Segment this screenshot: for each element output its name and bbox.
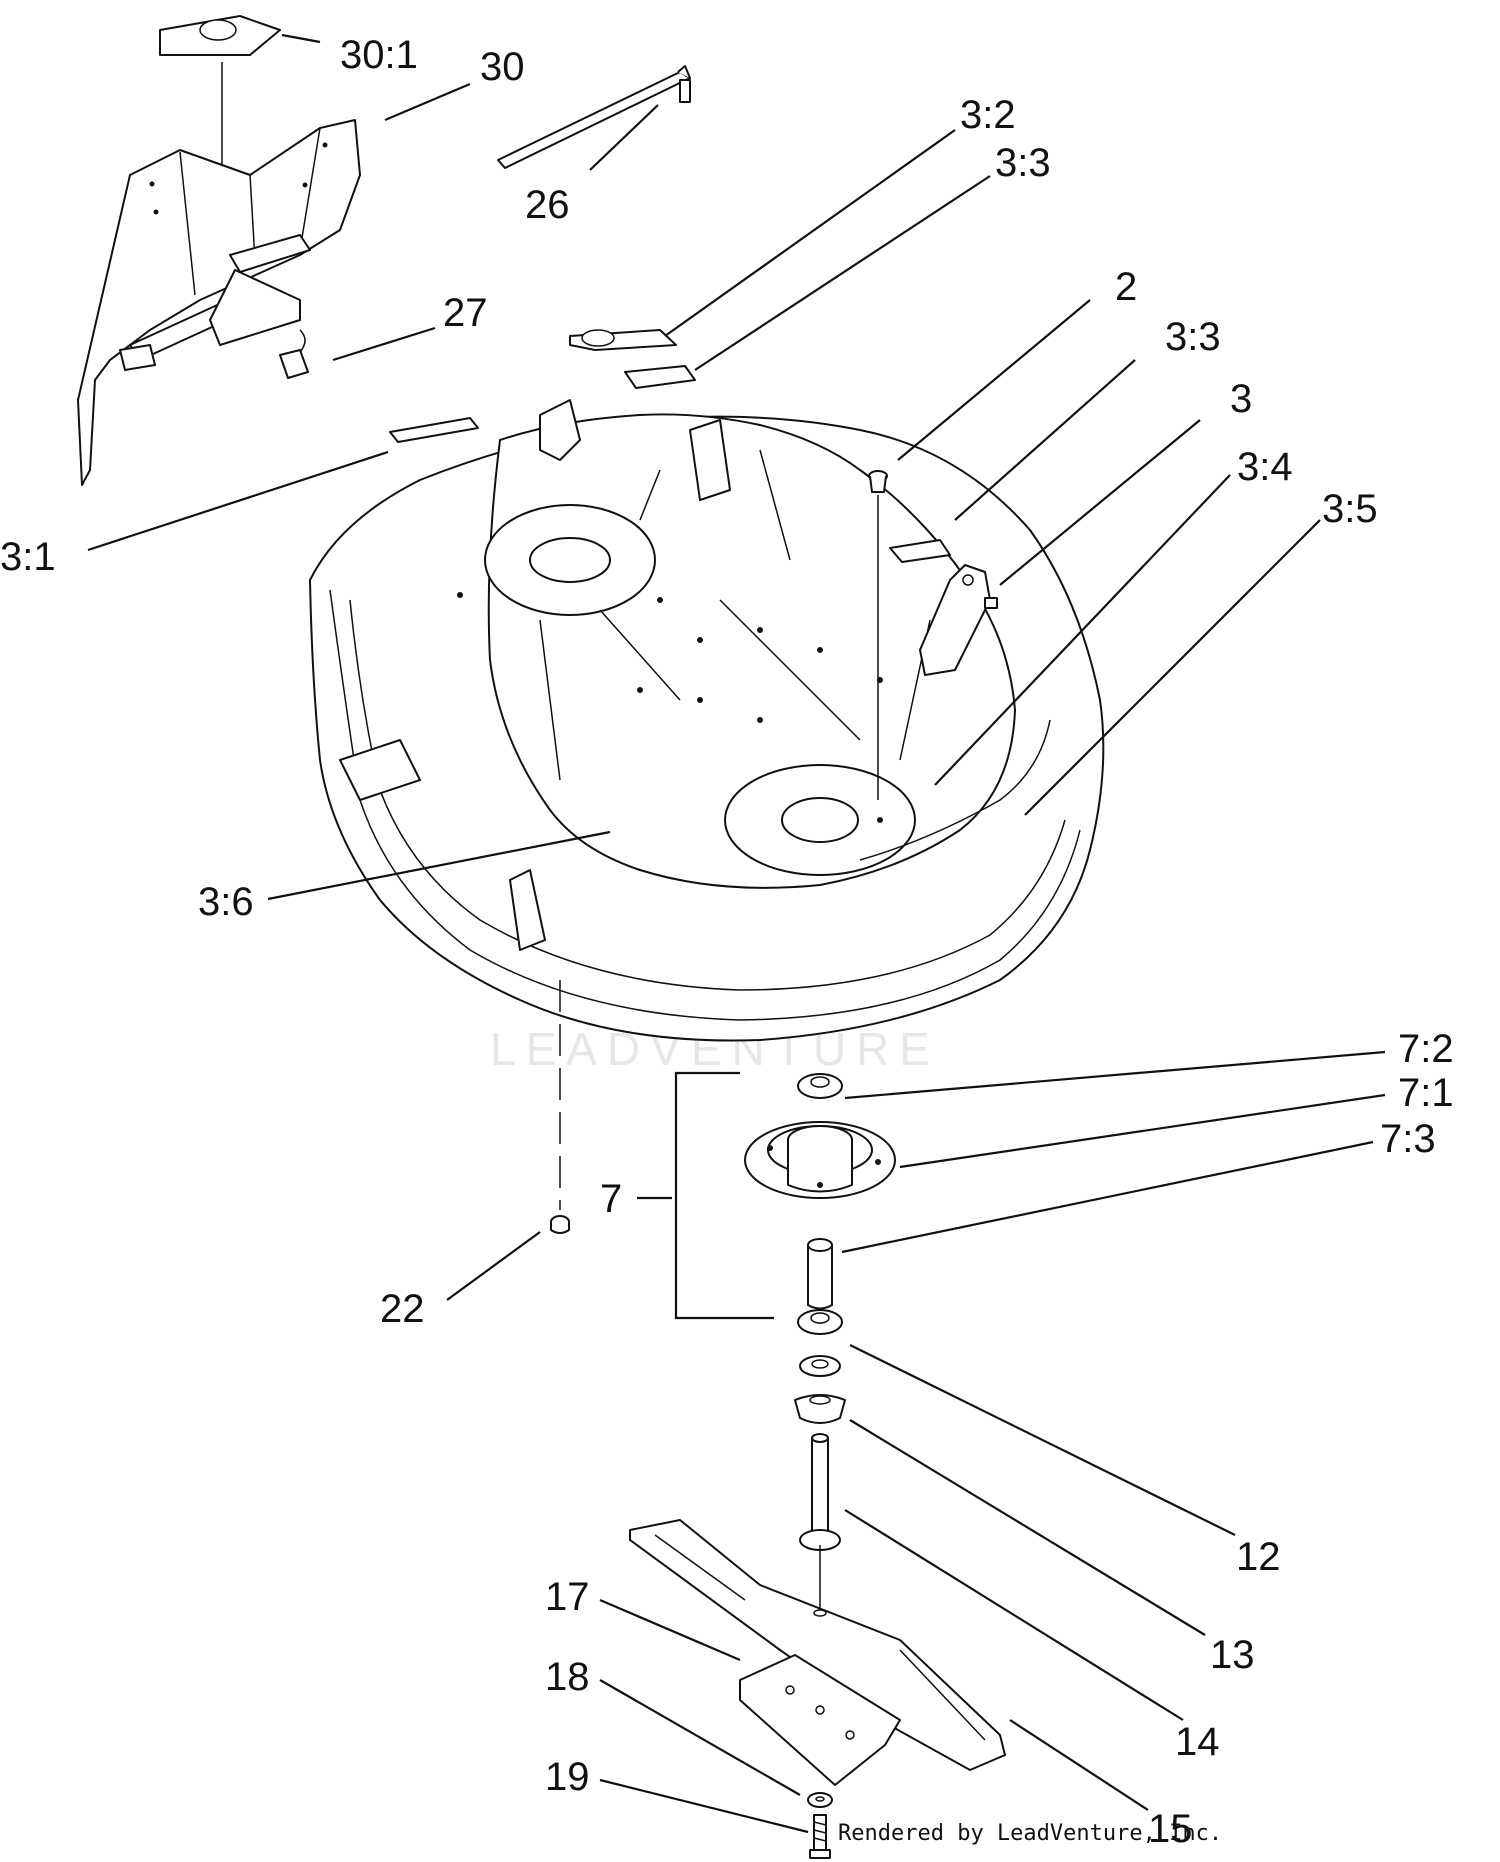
stiffener-17 [739, 1654, 901, 1786]
callout-3-5: 3:5 [1322, 487, 1378, 531]
callout-13: 13 [1210, 1633, 1255, 1677]
callout-7-2: 7:2 [1398, 1027, 1454, 1071]
callout-27: 27 [443, 291, 488, 335]
callout-12: 12 [1236, 1535, 1281, 1579]
callout-7-3: 7:3 [1380, 1117, 1436, 1161]
callout-3-3-top: 3:3 [995, 141, 1051, 185]
callout-7-1: 7:1 [1398, 1071, 1454, 1115]
callout-14: 14 [1175, 1720, 1220, 1764]
callout-labels: 30:1 30 26 3:2 3:3 2 3:3 27 3 3:4 3:5 3:… [0, 33, 1454, 1851]
callout-2: 2 [1115, 265, 1137, 309]
callout-3: 3 [1230, 377, 1252, 421]
deflector-plate [159, 15, 281, 56]
callout-3-3-right: 3:3 [1165, 315, 1221, 359]
credit-text: Rendered by LeadVenture, Inc. [838, 1821, 1222, 1846]
washer-18 [807, 1792, 833, 1808]
callout-19: 19 [545, 1755, 590, 1799]
callout-7: 7 [600, 1177, 622, 1221]
callout-3-4: 3:4 [1237, 445, 1293, 489]
deck-bracket-3 [919, 564, 998, 676]
callout-30: 30 [480, 45, 525, 89]
callout-26: 26 [525, 183, 570, 227]
callout-3-2: 3:2 [960, 93, 1016, 137]
leader-lines [87, 33, 1386, 1834]
bolt-19 [809, 1814, 831, 1859]
deflector-rod [119, 65, 691, 371]
callout-3-1: 3:1 [0, 535, 56, 579]
deck-decals [389, 329, 951, 563]
callout-3-6: 3:6 [198, 880, 254, 924]
bolt-2 [868, 470, 888, 493]
blade-15 [629, 1519, 1006, 1771]
callout-18: 18 [545, 1655, 590, 1699]
callout-30-1: 30:1 [340, 33, 418, 77]
deflector-spring [279, 329, 309, 379]
mower-deck [309, 399, 1105, 1042]
callout-15: 15 [1148, 1807, 1193, 1851]
nut-22 [550, 1215, 570, 1234]
callout-17: 17 [545, 1575, 590, 1619]
callout-22: 22 [380, 1287, 425, 1331]
bracket-7 [674, 1071, 774, 1320]
